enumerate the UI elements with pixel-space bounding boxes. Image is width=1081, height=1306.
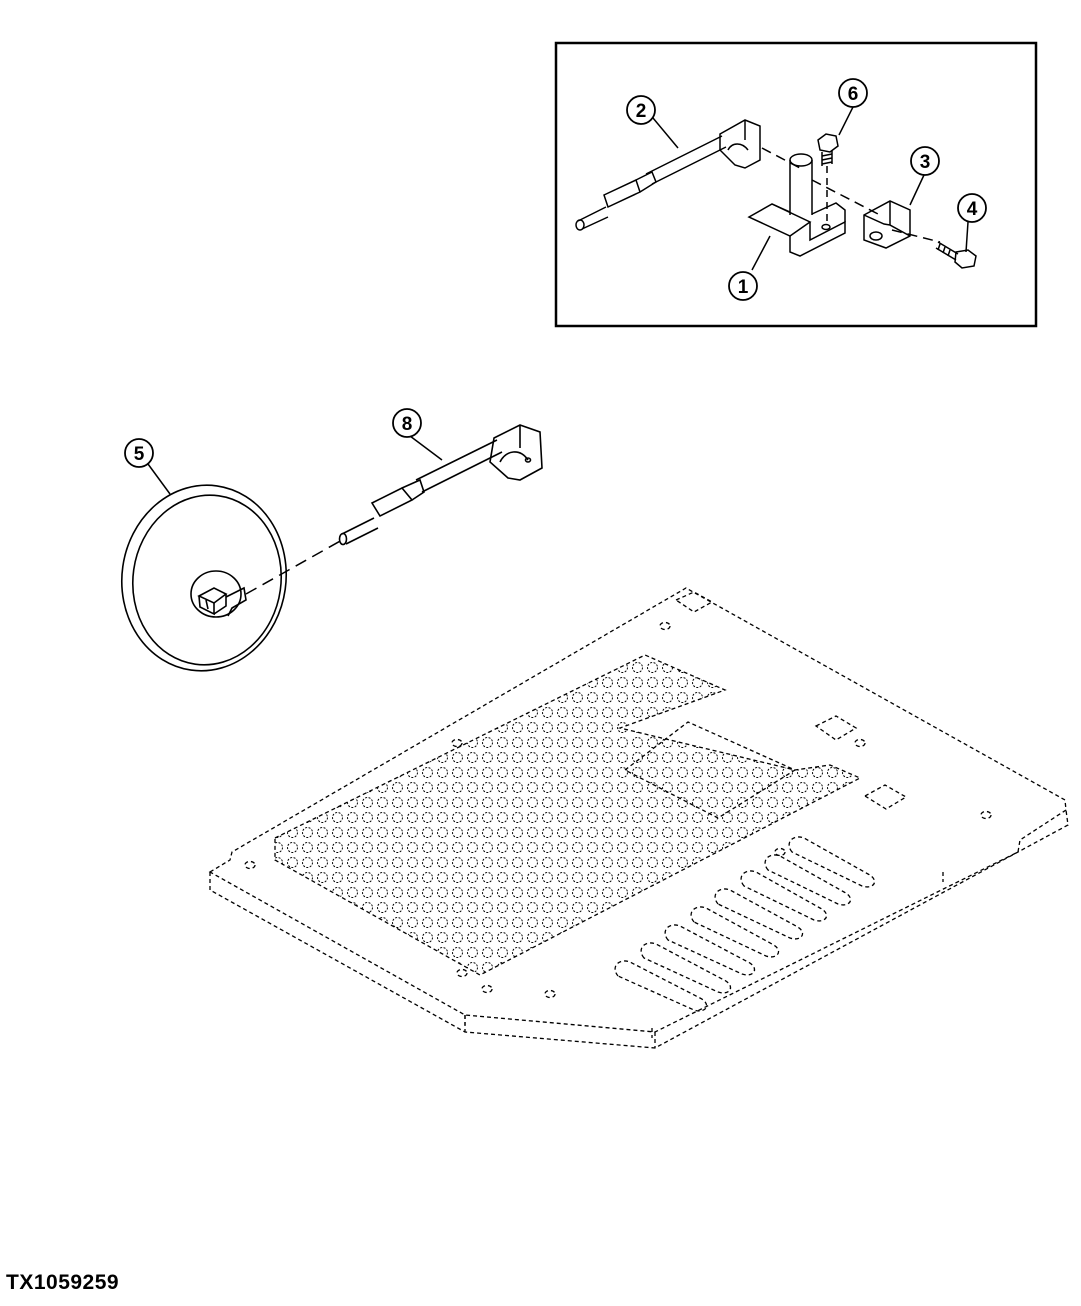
- callout-4-label: 4: [967, 199, 978, 220]
- bolt-part-4: [935, 241, 977, 269]
- floor-plate: [208, 587, 1069, 1049]
- callout-8: 8: [392, 408, 422, 438]
- inset-frame: [554, 41, 1038, 328]
- callout-8-label: 8: [402, 414, 413, 435]
- callout-2: 2: [626, 95, 656, 125]
- callout-1-label: 1: [738, 277, 749, 298]
- mirror-stay-part-8: [338, 424, 543, 546]
- inset-leaders: [652, 106, 969, 271]
- callout-6-label: 6: [848, 84, 859, 105]
- callout-2-label: 2: [636, 101, 647, 122]
- callout-3: 3: [910, 146, 940, 176]
- detail-inset: 2 6 3 4 1: [554, 41, 1038, 328]
- callout-5: 5: [124, 438, 154, 468]
- assembly-line-5-8: [245, 539, 343, 595]
- callout-4: 4: [957, 193, 987, 223]
- assembly-line-1-3: [811, 179, 881, 216]
- callout-6: 6: [838, 78, 868, 108]
- callout-3-label: 3: [920, 152, 931, 173]
- bolt-part-6: [817, 133, 839, 222]
- mirror-stay-rod: [575, 119, 761, 231]
- mirror-part-5: [120, 484, 288, 672]
- clamp-part-3: [863, 200, 941, 249]
- main-leaders: [147, 435, 443, 495]
- callout-5-label: 5: [134, 444, 145, 465]
- figure-id-label: TX1059259: [6, 1271, 120, 1294]
- bracket-part-1: [747, 153, 846, 257]
- callout-1: 1: [728, 271, 758, 301]
